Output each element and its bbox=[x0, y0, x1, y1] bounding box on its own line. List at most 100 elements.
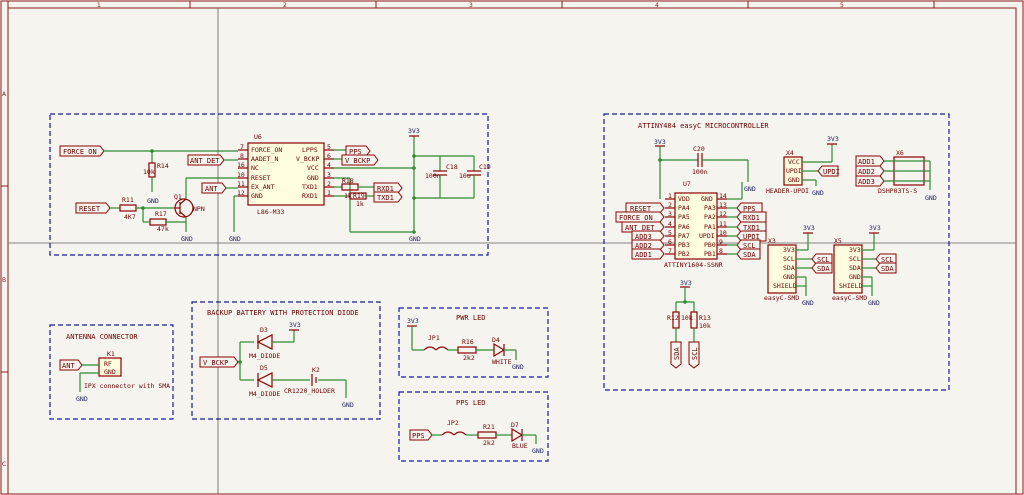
label-sda-pullup[interactable] bbox=[670, 341, 682, 369]
mcu-block: ATTINY404 easyC MICROCONTROLLER 3V3 C20 … bbox=[603, 113, 950, 391]
x4-rail-3v3: 3V3 bbox=[827, 135, 839, 143]
u7-body[interactable] bbox=[674, 192, 718, 260]
gnss-module-block: U6 L86-M33 FORCE_ON AADET_N NC RESET EX_… bbox=[49, 113, 491, 256]
u7-pin-pb0: PB0 bbox=[704, 241, 716, 249]
label-add1-dip[interactable] bbox=[855, 155, 885, 167]
label-ant-connector[interactable] bbox=[59, 359, 83, 371]
x3-pin-gnd: GND bbox=[783, 273, 795, 281]
d5-ref: D5 bbox=[260, 364, 268, 372]
k1-gnd: GND bbox=[76, 395, 88, 403]
label-rxd1-mcu[interactable] bbox=[736, 211, 767, 223]
label-scl-pullup-text: SCL bbox=[691, 347, 699, 360]
jp1-jumper[interactable] bbox=[423, 346, 449, 351]
label-force-on-mcu-text: FORCE_ON bbox=[619, 214, 653, 222]
u7-pin-pa6: PA6 bbox=[678, 223, 690, 231]
u7-pinnum-14: 14 bbox=[719, 192, 727, 200]
border-row-c: C bbox=[2, 461, 6, 468]
u7-pinnum-12: 12 bbox=[719, 210, 727, 218]
label-sda-x3-text: SDA bbox=[817, 265, 830, 273]
r13-value: 10k bbox=[699, 322, 711, 330]
u7-pinnum-2: 2 bbox=[668, 201, 672, 209]
x3-ref: X3 bbox=[768, 237, 776, 245]
u6-pinnum-3: 3 bbox=[327, 171, 331, 179]
label-add3-dip[interactable] bbox=[855, 175, 885, 187]
x3-pin-3v3: 3V3 bbox=[783, 246, 795, 254]
label-sda-x3[interactable] bbox=[811, 262, 833, 274]
x5-pin-gnd: GND bbox=[849, 273, 861, 281]
u7-pinnum-3: 3 bbox=[668, 210, 672, 218]
u6-body[interactable] bbox=[247, 142, 325, 206]
label-sda-x5-text: SDA bbox=[881, 265, 894, 273]
d5-diode[interactable] bbox=[256, 372, 273, 388]
label-v-bckp-gnss[interactable] bbox=[341, 154, 379, 166]
r17-value: 47k bbox=[157, 225, 169, 233]
label-add2-mcu[interactable] bbox=[631, 239, 665, 251]
q1-transistor[interactable] bbox=[174, 198, 194, 218]
u7-pin-pa3: PA3 bbox=[704, 204, 716, 212]
label-add3-dip-text: ADD3 bbox=[858, 178, 875, 186]
u7-pin-pa1: PA1 bbox=[704, 223, 716, 231]
x4-value: HEADER-UPDI bbox=[766, 187, 809, 195]
label-sda-mcu[interactable] bbox=[736, 248, 761, 260]
border-col-4: 4 bbox=[655, 2, 659, 9]
gnss-rail-3v3: 3V3 bbox=[408, 127, 420, 135]
r21-resistor[interactable] bbox=[477, 431, 497, 439]
label-reset[interactable] bbox=[75, 202, 111, 214]
label-force-on[interactable] bbox=[59, 145, 105, 157]
antenna-block-title: ANTENNA CONNECTOR bbox=[66, 333, 138, 341]
label-scl-mcu-text: SCL bbox=[743, 242, 756, 250]
backup-gnd: GND bbox=[342, 401, 354, 409]
q1-gnd: GND bbox=[181, 235, 193, 243]
label-v-bckp-backup[interactable] bbox=[199, 356, 239, 368]
d3-ref: D3 bbox=[260, 326, 268, 334]
label-add3-mcu[interactable] bbox=[631, 230, 665, 242]
label-sda-x5[interactable] bbox=[875, 262, 897, 274]
u7-pin-pa7: PA7 bbox=[678, 232, 690, 240]
label-scl-x3-text: SCL bbox=[817, 256, 830, 264]
r11-resistor[interactable] bbox=[119, 204, 137, 212]
label-scl-pullup[interactable] bbox=[688, 341, 700, 369]
u7-pinnum-9: 9 bbox=[719, 238, 723, 246]
label-add3-mcu-text: ADD3 bbox=[635, 233, 652, 241]
r21-value: 2k2 bbox=[483, 439, 495, 447]
label-add1-mcu[interactable] bbox=[631, 248, 665, 260]
r16-resistor[interactable] bbox=[457, 346, 477, 354]
backup-block-title: BACKUP BATTERY WITH PROTECTION DIODE bbox=[207, 309, 359, 317]
k1-connector[interactable] bbox=[98, 357, 122, 377]
u7-pin-pa5: PA5 bbox=[678, 213, 690, 221]
u7-ref: U7 bbox=[683, 180, 691, 188]
u6-pin-lpps: LPPS bbox=[302, 146, 318, 154]
label-ant-det[interactable] bbox=[187, 154, 225, 166]
d4-led[interactable] bbox=[493, 342, 506, 358]
u6-ref: U6 bbox=[254, 133, 262, 141]
x3-connector[interactable] bbox=[767, 244, 797, 294]
x4-gnd: GND bbox=[812, 189, 824, 197]
x5-pin-3v3: 3V3 bbox=[849, 246, 861, 254]
pwr-led-block: PWR LED 3V3 JP1 R16 2k2 D4 WHITE GND bbox=[398, 307, 549, 378]
label-pps-gnss[interactable] bbox=[345, 145, 371, 157]
label-ant-det-mcu[interactable] bbox=[621, 221, 665, 233]
mcu-rail-3v3: 3V3 bbox=[654, 138, 666, 146]
label-ant-gnss[interactable] bbox=[201, 182, 227, 194]
label-add2-dip[interactable] bbox=[855, 165, 885, 177]
d7-value: BLUE bbox=[512, 442, 528, 450]
r19-ref: R19 bbox=[353, 192, 365, 200]
label-updi-header[interactable] bbox=[817, 165, 839, 177]
r18-ref: R18 bbox=[342, 177, 354, 185]
x5-connector[interactable] bbox=[833, 244, 863, 294]
x5-gnd: GND bbox=[868, 299, 880, 307]
label-rxd1-gnss[interactable] bbox=[373, 182, 403, 194]
label-txd1-gnss[interactable] bbox=[373, 191, 403, 203]
label-force-on-mcu[interactable] bbox=[615, 211, 665, 223]
d3-diode[interactable] bbox=[256, 334, 273, 350]
label-reset-mcu[interactable] bbox=[625, 202, 665, 214]
label-pps-led[interactable] bbox=[409, 429, 433, 441]
pwr-led-title: PWR LED bbox=[456, 314, 486, 322]
q1-value: NPN bbox=[193, 205, 205, 213]
x3-pin-sda: SDA bbox=[783, 264, 795, 272]
jp2-jumper[interactable] bbox=[441, 431, 467, 436]
u6-pin-aadet: AADET_N bbox=[251, 155, 278, 163]
d7-led[interactable] bbox=[511, 427, 524, 443]
u6-pin-force-on: FORCE_ON bbox=[251, 146, 282, 154]
